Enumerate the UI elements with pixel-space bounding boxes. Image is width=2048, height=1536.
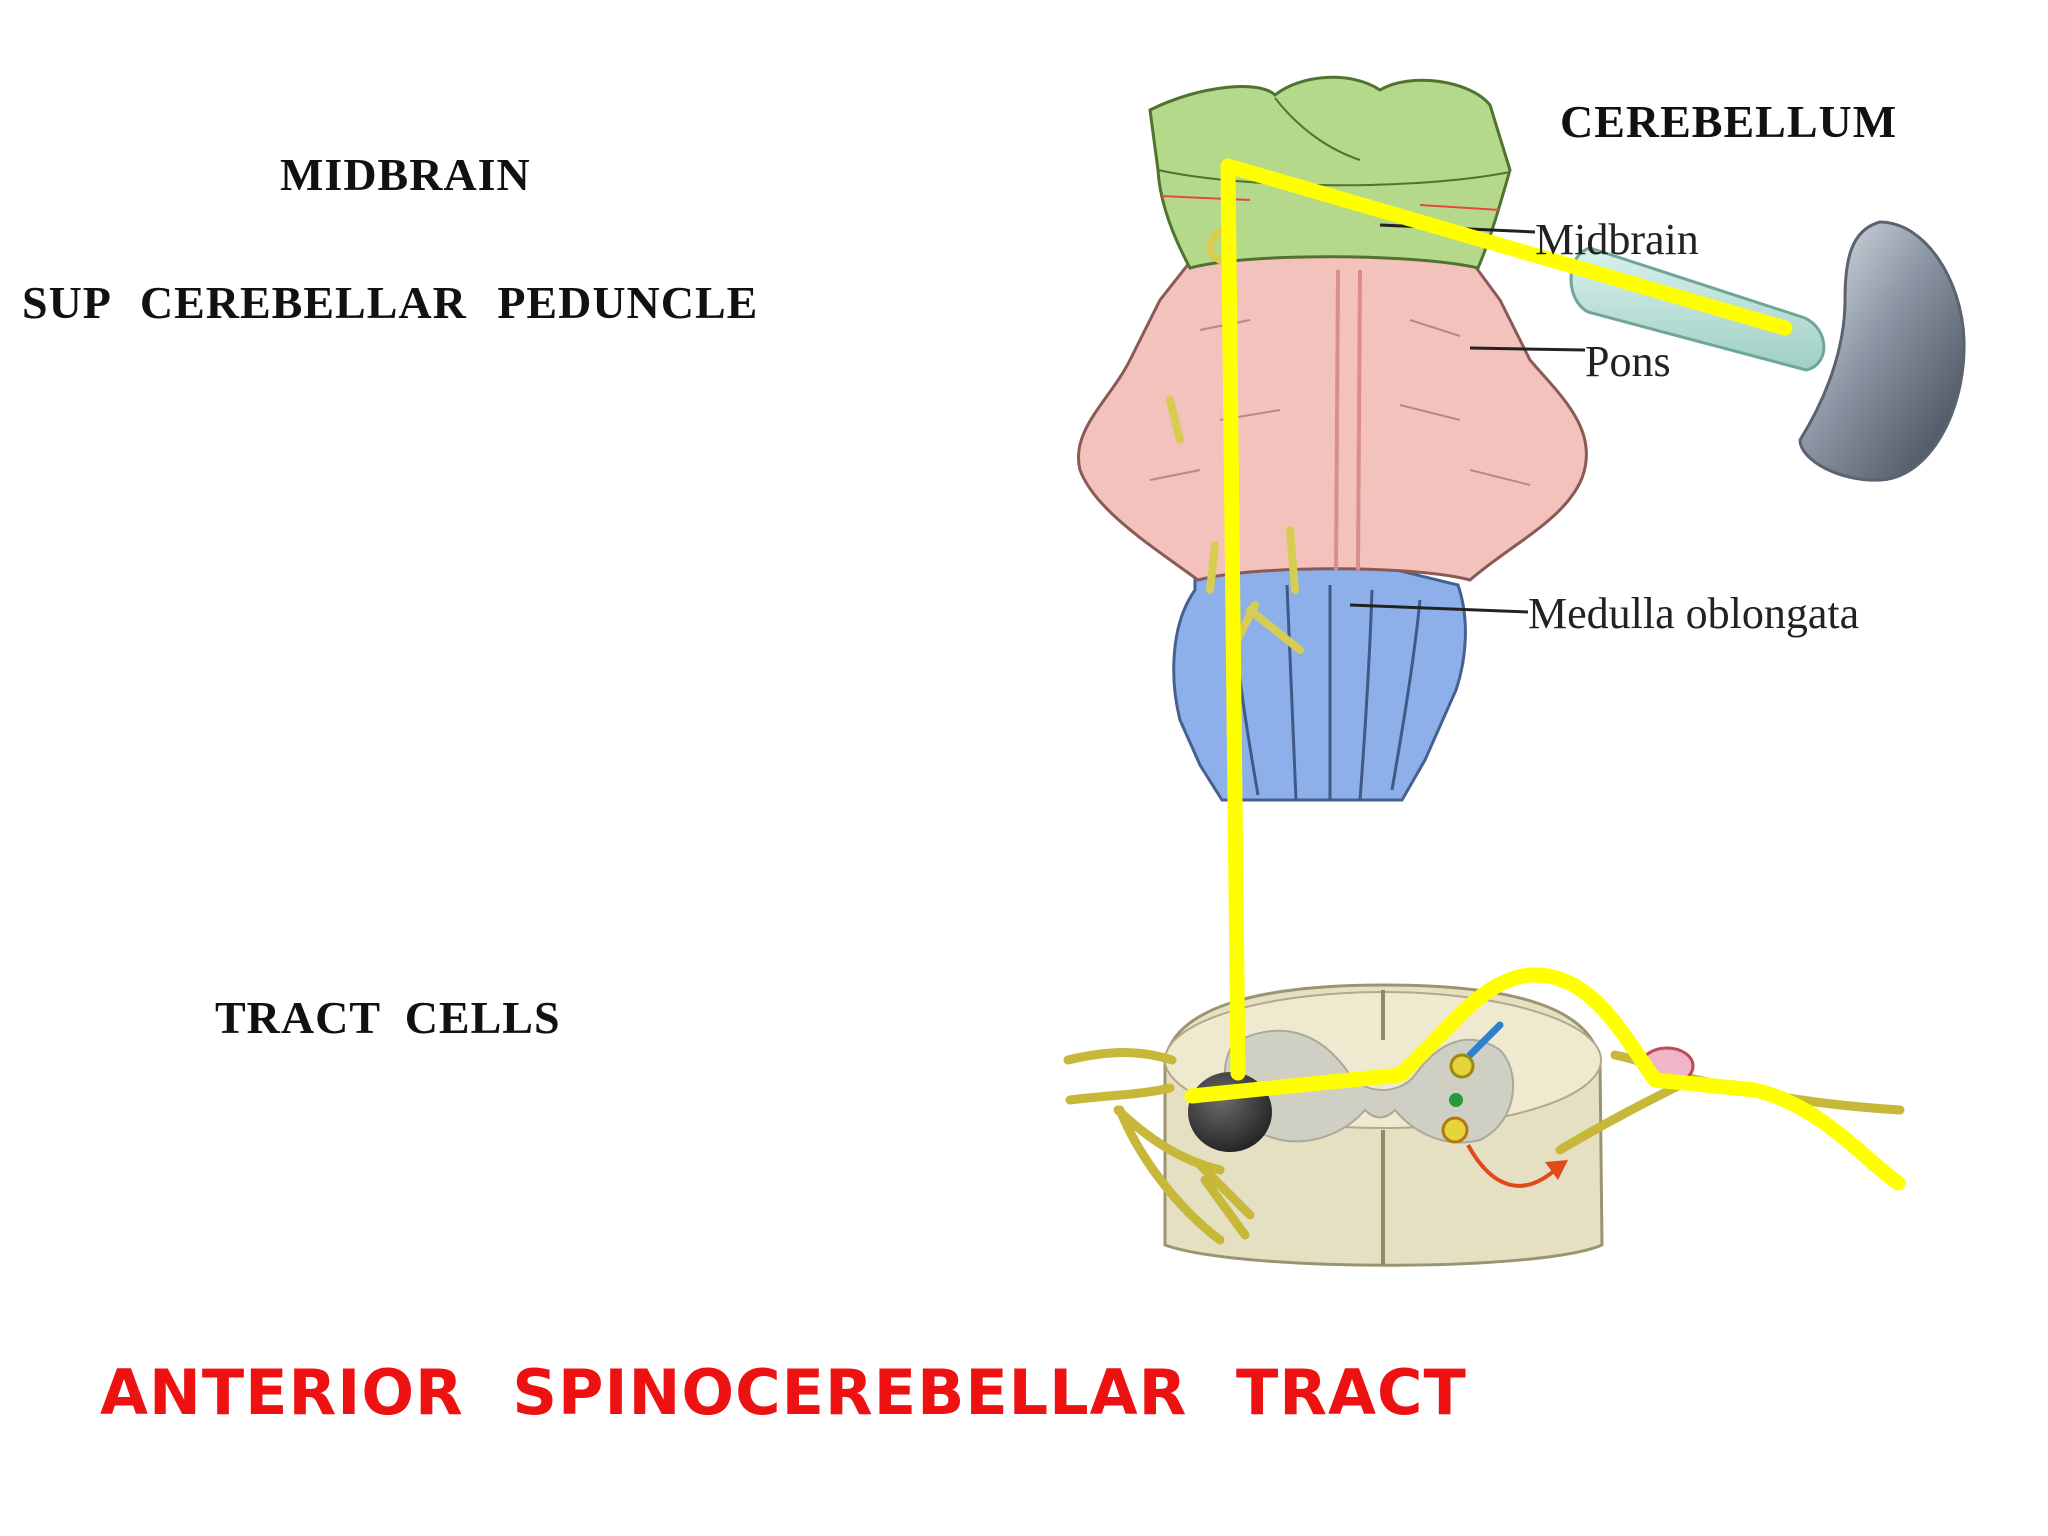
left-spinal-nerve (1063, 1048, 1255, 1245)
afferent-fiber-line (1184, 967, 1906, 1191)
dorsal-horn-fiber (1466, 1021, 1504, 1059)
slide-title: ANTERIOR SPINOCEREBELLAR TRACT (100, 1356, 1467, 1429)
reflex-arrowhead (1545, 1160, 1568, 1180)
pons-midline (1334, 269, 1362, 571)
neuron-2 (1449, 1093, 1463, 1107)
tract-pathway (1184, 158, 1906, 1191)
label-medulla-part: Medulla oblongata (1528, 589, 1860, 638)
label-midbrain-part: Midbrain (1535, 215, 1699, 264)
neuron-3 (1441, 1116, 1469, 1144)
anterior-spinocerebellar-tract-line (1220, 158, 1793, 1081)
pons (1077, 250, 1588, 582)
medulla-columns (1230, 584, 1422, 801)
label-tract-cells: TRACT CELLS (215, 992, 561, 1043)
label-pons-part: Pons (1585, 337, 1671, 386)
label-sup-cerebellar-peduncle: SUP CEREBELLAR PEDUNCLE (22, 277, 759, 328)
reflex-arc (1466, 1144, 1557, 1188)
spinal-cord (1063, 983, 1905, 1267)
label-midbrain: MIDBRAIN (280, 149, 531, 200)
medulla-oblongata (1172, 556, 1467, 802)
brainstem (1077, 75, 1588, 802)
label-cerebellum: CEREBELLUM (1560, 96, 1898, 147)
midbrain-edge (1157, 97, 1511, 187)
nerve-roots (1166, 226, 1304, 654)
cerebellum-shape (1798, 220, 1966, 482)
neuron-1 (1449, 1053, 1475, 1079)
